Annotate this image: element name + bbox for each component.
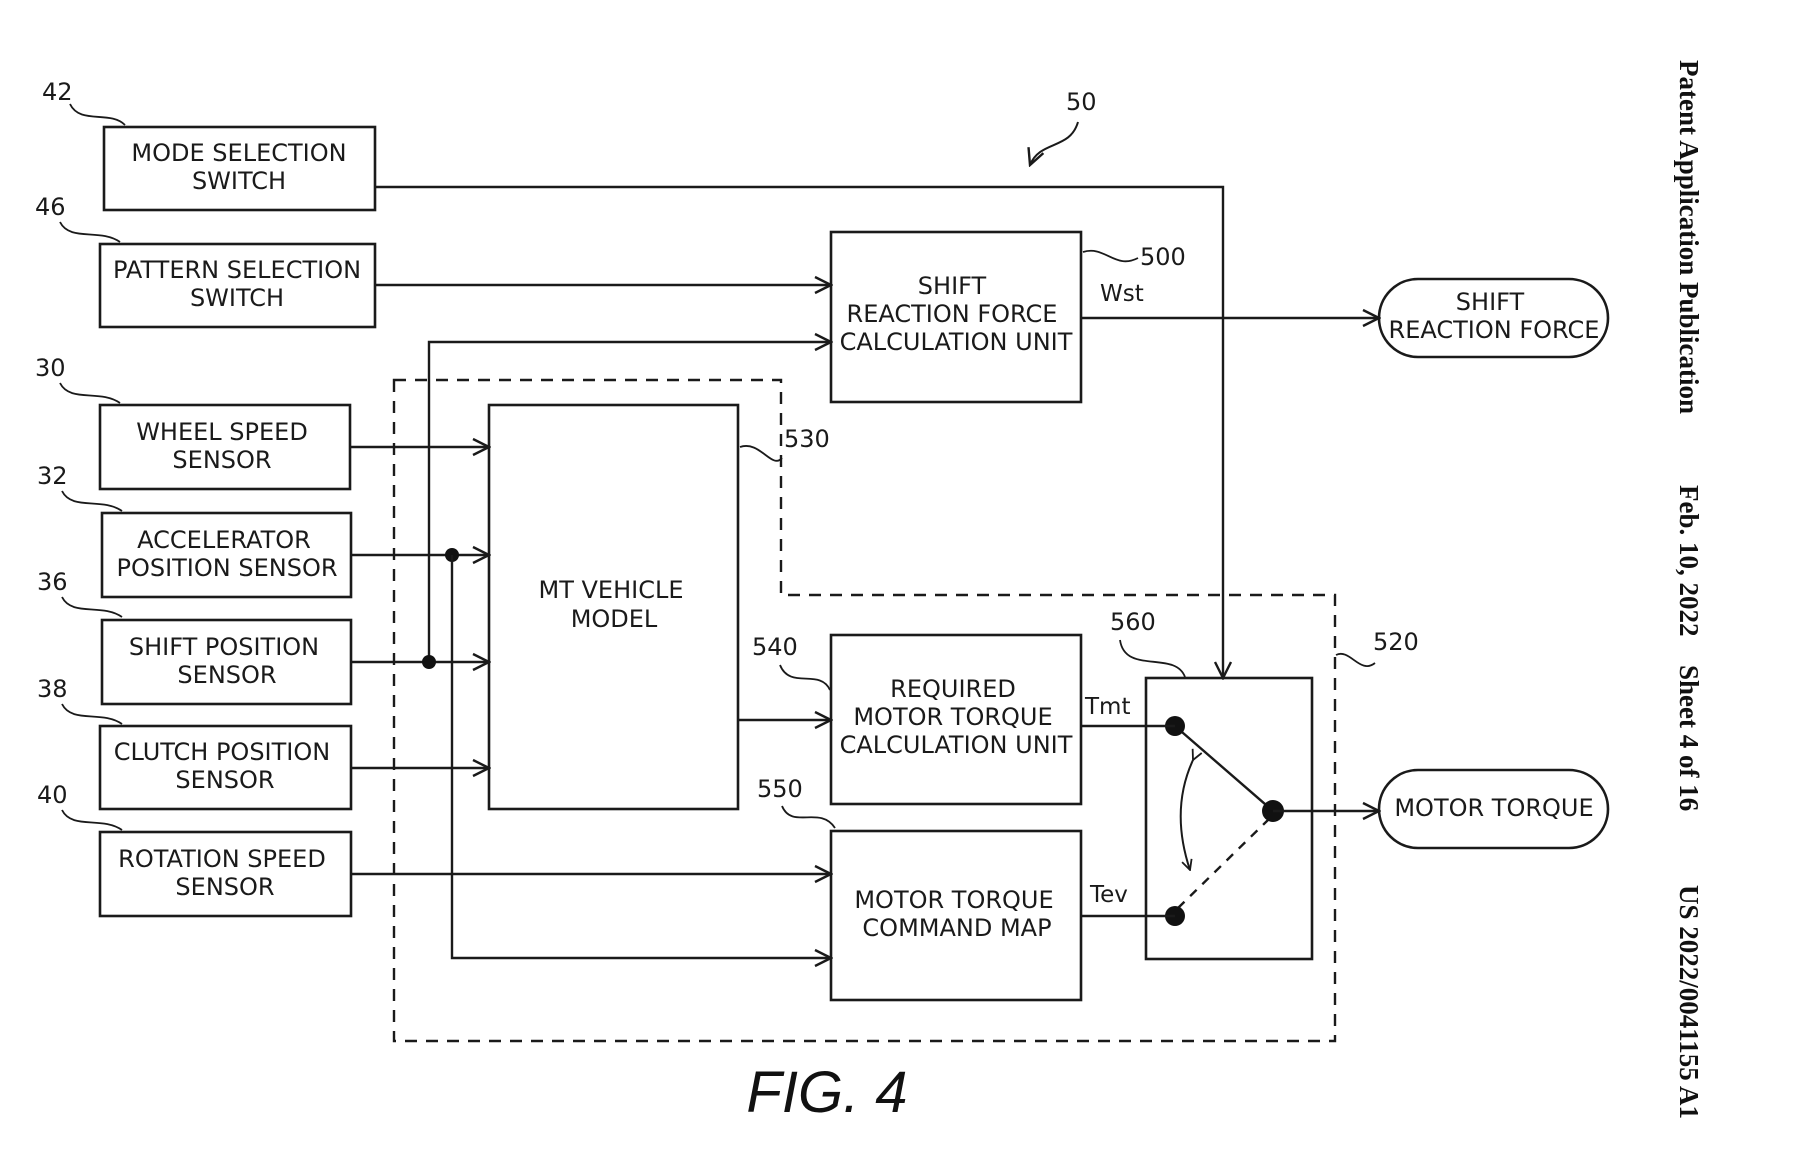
ref-label: 46 [35, 193, 66, 221]
svg-text:REACTION FORCE: REACTION FORCE [847, 300, 1058, 328]
svg-text:SWITCH: SWITCH [190, 284, 284, 312]
svg-text:MT VEHICLE: MT VEHICLE [539, 576, 684, 604]
svg-text:MOTOR TORQUE: MOTOR TORQUE [854, 886, 1053, 914]
header-number: US 2022/0041155 A1 [1674, 885, 1704, 1119]
svg-text:ACCELERATOR: ACCELERATOR [137, 526, 311, 554]
system-ref-arrow-icon [1030, 121, 1079, 165]
signal-wst: Wst [1100, 281, 1144, 307]
svg-text:MOTOR TORQUE: MOTOR TORQUE [853, 703, 1052, 731]
output-shift-reaction-force: SHIFT REACTION FORCE [1377, 277, 1610, 359]
svg-text:MODE SELECTION: MODE SELECTION [131, 139, 346, 167]
svg-text:CLUTCH POSITION: CLUTCH POSITION [114, 738, 330, 766]
ref-label: 32 [37, 462, 68, 490]
svg-text:SENSOR: SENSOR [175, 873, 274, 901]
svg-text:REQUIRED: REQUIRED [890, 675, 1016, 703]
ref-label: 40 [37, 781, 68, 809]
svg-text:CALCULATION UNIT: CALCULATION UNIT [840, 731, 1073, 759]
header-date: Feb. 10, 2022 [1674, 485, 1704, 637]
torque-selector-switch: 560 [1110, 608, 1314, 961]
svg-text:POSITION SENSOR: POSITION SENSOR [116, 554, 337, 582]
svg-text:SHIFT: SHIFT [1456, 288, 1525, 316]
ref-label: 30 [35, 354, 66, 382]
connector-accelerator-to-map [450, 555, 831, 958]
ref-label-520: 520 [1373, 628, 1419, 656]
output-motor-torque: MOTOR TORQUE [1377, 768, 1610, 850]
svg-text:COMMAND MAP: COMMAND MAP [862, 914, 1051, 942]
svg-text:SWITCH: SWITCH [192, 167, 286, 195]
switch-contact-arm [1174, 725, 1274, 812]
ref-label: 500 [1140, 243, 1186, 271]
input-pattern-selection-switch: PATTERN SELECTION SWITCH 46 [35, 193, 377, 329]
svg-text:SENSOR: SENSOR [177, 661, 276, 689]
input-clutch-position-sensor: CLUTCH POSITION SENSOR 38 [37, 675, 353, 811]
svg-text:MODEL: MODEL [571, 605, 658, 633]
signal-tev: Tev [1089, 882, 1128, 908]
svg-text:ROTATION SPEED: ROTATION SPEED [118, 845, 326, 873]
svg-text:SENSOR: SENSOR [175, 766, 274, 794]
svg-text:MOTOR TORQUE: MOTOR TORQUE [1394, 794, 1593, 822]
svg-text:WHEEL SPEED: WHEEL SPEED [136, 418, 308, 446]
input-rotation-speed-sensor: ROTATION SPEED SENSOR 40 [37, 781, 353, 918]
signal-tmt: Tmt [1084, 694, 1130, 720]
system-ref-label: 50 [1066, 88, 1097, 116]
figure-caption: FIG. 4 [746, 1060, 907, 1125]
svg-text:SHIFT POSITION: SHIFT POSITION [129, 633, 319, 661]
ref-label: 36 [37, 568, 68, 596]
svg-text:CALCULATION UNIT: CALCULATION UNIT [840, 328, 1073, 356]
switch-toggle-arrow-icon [1179, 760, 1193, 870]
header-sheet: Sheet 4 of 16 [1674, 665, 1704, 811]
input-mode-selection-switch: MODE SELECTION SWITCH 42 [42, 78, 377, 212]
ref-label: 530 [784, 425, 830, 453]
svg-text:SHIFT: SHIFT [918, 272, 987, 300]
ref-label: 550 [757, 775, 803, 803]
input-shift-position-sensor: SHIFT POSITION SENSOR 36 [37, 568, 353, 706]
ref-label: 540 [752, 633, 798, 661]
required-motor-torque-calculation-unit: REQUIRED MOTOR TORQUE CALCULATION UNIT 5… [752, 633, 1130, 806]
connector-mode-to-switch [375, 185, 1223, 678]
header-publication: Patent Application Publication [1674, 60, 1704, 414]
ref-label: 38 [37, 675, 68, 703]
motor-torque-command-map: MOTOR TORQUE COMMAND MAP 550 Tev [757, 775, 1128, 1002]
shift-reaction-force-calculation-unit: SHIFT REACTION FORCE CALCULATION UNIT 50… [829, 230, 1186, 404]
patent-header: Patent Application Publication Feb. 10, … [1674, 60, 1704, 1119]
mt-vehicle-model: MT VEHICLE MODEL 530 [487, 403, 830, 811]
input-wheel-speed-sensor: WHEEL SPEED SENSOR 30 [35, 354, 352, 491]
ref-label: 42 [42, 78, 73, 106]
junction-dot [422, 655, 436, 669]
ev-ecu-region [392, 378, 1337, 1043]
svg-text:PATTERN SELECTION: PATTERN SELECTION [113, 256, 361, 284]
ref-label: 560 [1110, 608, 1156, 636]
svg-text:REACTION FORCE: REACTION FORCE [1389, 316, 1600, 344]
svg-text:SENSOR: SENSOR [172, 446, 271, 474]
